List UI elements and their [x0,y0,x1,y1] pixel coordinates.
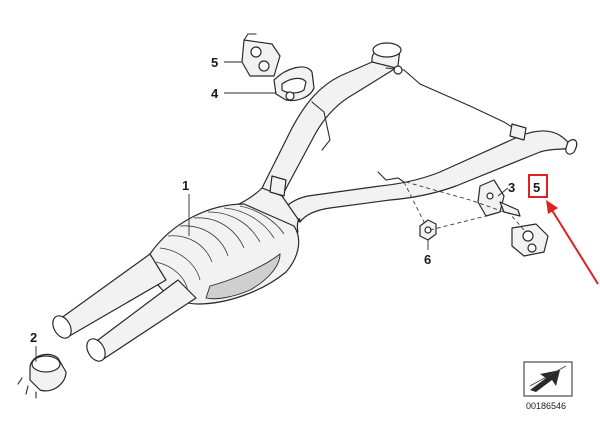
red-arrow-icon [546,200,599,285]
mounting-bracket-4 [273,66,315,102]
hex-nut [419,219,437,241]
callout-4: 4 [211,86,219,101]
callout-2: 2 [30,330,37,345]
highlight-box [528,174,548,198]
catalog-badge [523,361,573,397]
callout-1: 1 [182,178,189,193]
rubber-mount-highlighted [511,223,549,257]
callout-3: 3 [508,180,515,195]
callout-5-top: 5 [211,55,218,70]
catalog-number: 00186546 [526,401,566,411]
mounting-bracket-3 [477,179,521,217]
exhaust-pipe-assembly [52,42,578,362]
rubber-mount-top [241,33,281,77]
pipe-clamp [17,353,67,399]
callout-6: 6 [424,252,431,267]
callout-5-highlighted: 5 [533,180,540,195]
